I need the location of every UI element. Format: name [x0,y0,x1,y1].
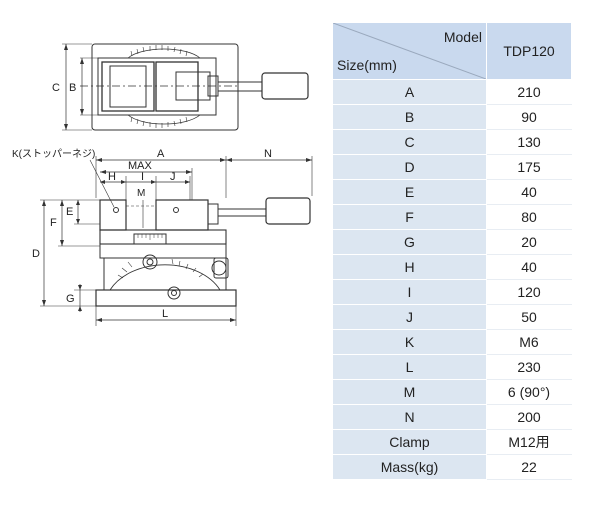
corner-diagonal [333,23,486,79]
row-value: M12用 [486,429,572,455]
row-value: 200 [486,404,572,430]
row-value: 40 [486,254,572,280]
row-label: K [332,329,487,355]
row-label: M [332,379,487,405]
row-value: 20 [486,229,572,255]
dim-label-d: D [32,248,40,260]
row-value: 230 [486,354,572,380]
dim-label-j: J [170,171,176,183]
row-label: F [332,204,487,230]
dim-label-i: I [141,171,144,183]
row-label: A [332,79,487,105]
row-label: E [332,179,487,205]
dim-label-f: F [50,217,57,229]
dim-label-b: B [69,82,76,94]
row-value: M6 [486,329,572,355]
row-value: 210 [486,79,572,105]
row-label: C [332,129,487,155]
table-header-row: Model Size(mm) TDP120 [332,22,572,80]
row-value: 40 [486,179,572,205]
row-value: 22 [486,454,572,480]
dim-label-n: N [264,148,272,160]
row-label: J [332,304,487,330]
table-row: Mass(kg)22 [332,454,572,480]
dim-label-max: MAX [128,160,153,172]
k-stopper-note: K(ストッパーネジ) [12,148,95,160]
row-value: 175 [486,154,572,180]
row-label: N [332,404,487,430]
header-model-label: Model [443,29,482,45]
row-label: H [332,254,487,280]
row-value: 80 [486,204,572,230]
dim-label-c: C [52,82,60,94]
row-value: 50 [486,304,572,330]
header-size-label: Size(mm) [337,57,397,73]
row-label: Clamp [332,429,487,455]
dim-label-e: E [66,206,73,218]
dim-label-m: M [137,188,145,199]
row-label: G [332,229,487,255]
dim-label-h: H [108,171,116,183]
row-label: B [332,104,487,130]
dim-label-a: A [157,148,165,160]
row-label: I [332,279,487,305]
row-value: 120 [486,279,572,305]
vise-technical-drawing: C B A N MAX H I J M D F E G L K(ストッパーネジ) [12,43,313,326]
header-corner-cell: Model Size(mm) [332,22,487,80]
row-value: 130 [486,129,572,155]
dim-label-g: G [66,293,75,305]
row-label: D [332,154,487,180]
top-view [62,43,309,131]
row-value: 90 [486,104,572,130]
row-label: L [332,354,487,380]
front-view [40,156,313,326]
row-label: Mass(kg) [332,454,487,480]
dim-label-l: L [162,308,168,320]
row-value: 6 (90°) [486,379,572,405]
header-model-name: TDP120 [486,22,572,80]
